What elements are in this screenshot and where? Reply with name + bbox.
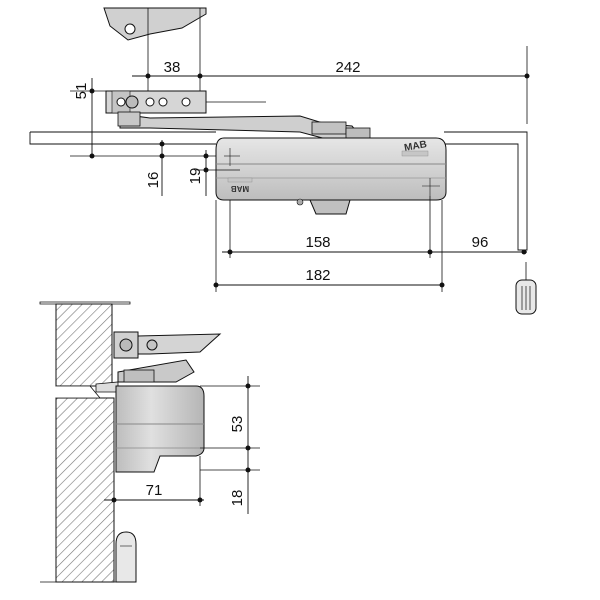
side-view: 53 18 71: [39, 301, 260, 583]
mounting-plate: [105, 90, 266, 114]
door-hinge-side: [115, 531, 137, 583]
side-bracket-arm: [95, 331, 222, 393]
dimension-38-242-line: [132, 73, 530, 79]
dimension-182: 182: [305, 267, 330, 284]
dimension-182-line: [213, 200, 445, 292]
body-brand-logo-rotated: MAB: [231, 184, 249, 193]
wall-section-top: [39, 301, 131, 387]
top-mounting-bracket: [103, 7, 207, 41]
closer-body: [215, 137, 447, 215]
top-view: 38 242 51: [29, 7, 537, 315]
dimension-19: 19: [187, 168, 204, 185]
dimension-53: 53: [229, 416, 246, 433]
door-hinge-top: [515, 262, 537, 315]
dimension-53-18-lines: [200, 376, 260, 514]
dimension-158: 158: [305, 234, 330, 251]
side-closer-body: [115, 385, 205, 473]
body-label-plate-rotated: [227, 177, 253, 183]
wall-section-bottom: [40, 385, 130, 583]
dimension-16-19-lines: [70, 140, 240, 196]
dimension-51: 51: [73, 83, 90, 100]
dimension-71: 71: [146, 482, 163, 499]
closer-arm: [117, 111, 371, 141]
body-brand-logo: MAB: [403, 139, 427, 154]
dimension-96: 96: [472, 234, 489, 251]
dimension-71-line: [104, 456, 204, 506]
dimension-38: 38: [164, 59, 181, 76]
dimension-242: 242: [335, 59, 360, 76]
dimension-158-96-line: [222, 196, 527, 258]
dimension-16: 16: [145, 172, 162, 189]
body-label-plate: [401, 150, 429, 157]
dimension-18: 18: [229, 490, 246, 507]
